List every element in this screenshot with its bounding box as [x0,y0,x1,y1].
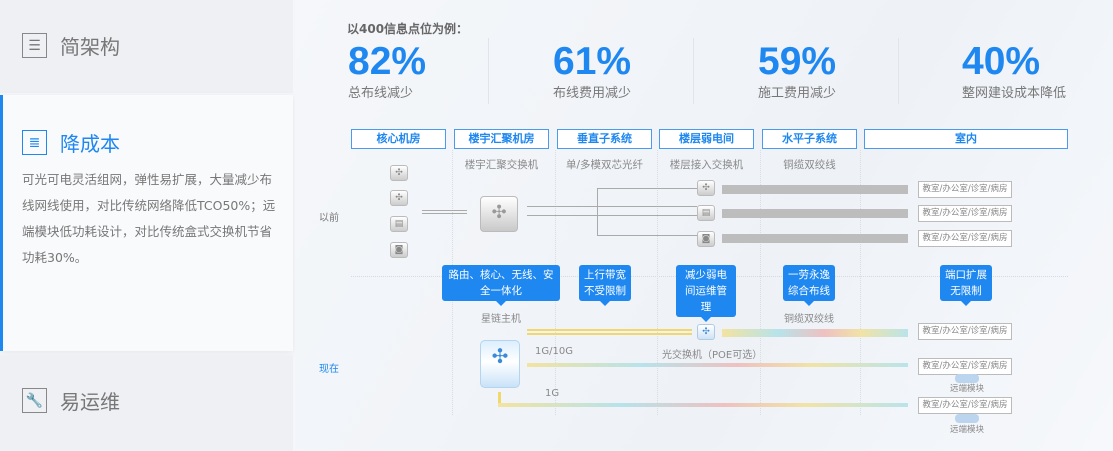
stat-value: 82% [348,40,427,83]
room-box: 教室/办公室/诊室/病房 [918,358,1012,375]
fiber-lines [527,206,697,216]
callout: 一劳永逸综合布线 [783,265,835,306]
switch-icon: ✣ [390,165,408,181]
remote-module-icon [955,374,979,383]
column-header: 水平子系统 [762,129,857,149]
fiber-branch [597,188,697,236]
stats-heading: 以400信息点位为例： [347,22,469,36]
coins-icon: ≣ [22,130,47,155]
remote-module-label: 远端模块 [950,384,985,394]
divider [488,38,489,104]
room-box: 教室/办公室/诊室/病房 [918,181,1012,198]
active-indicator [0,95,3,351]
divider [693,38,694,104]
hybrid-cable [527,363,908,367]
host-label: 星链主机 [481,314,521,325]
speed-label: 1G/10G [535,346,573,357]
column-divider [860,150,861,415]
callout: 路由、核心、无线、安全一体化 [442,265,560,306]
stat-label: 整网建设成本降低 [962,86,1067,101]
callout: 端口扩展无限制 [940,265,992,306]
hybrid-cable [722,329,908,337]
switch-icon: ▤ [697,205,715,221]
wrench-icon: 🔧 [22,388,47,413]
sidebar-item-maintenance[interactable]: 🔧 易运维 [0,355,293,451]
column-divider [760,150,761,415]
firewall-icon: ▤ [390,216,408,232]
router-icon: ◙ [390,242,408,258]
stat-label: 布线费用减少 [553,86,632,101]
room-box: 教室/办公室/诊室/病房 [918,230,1012,247]
stat-value: 61% [553,40,632,83]
room-box: 教室/办公室/诊室/病房 [918,323,1012,340]
callout: 减少弱电间运维管理 [676,265,736,322]
column-subtitle: 铜缆双绞线 [783,159,836,171]
column-header: 垂直子系统 [557,129,652,149]
stat-label: 施工费用减少 [758,86,837,101]
switch-icon: ◙ [697,231,715,247]
sidebar-item-label: 易运维 [60,390,120,414]
room-box: 教室/办公室/诊室/病房 [918,205,1012,222]
fiber-line [527,333,692,335]
hybrid-cable [498,403,908,407]
column-subtitle: 楼层接入交换机 [669,159,744,171]
row-label-now: 现在 [319,364,339,375]
speed-label: 1G [545,388,560,399]
cable-label: 铜缆双绞线 [784,314,834,325]
cable-drop [498,392,501,406]
star-link-host-icon: ✣ [480,340,520,388]
remote-module-icon [955,414,979,423]
switch-icon: ✣ [390,190,408,206]
callout: 上行带宽不受限制 [579,265,631,306]
row-label-before: 以前 [319,213,339,224]
sidebar-item-label: 简架构 [60,35,120,59]
column-header: 室内 [864,129,1068,149]
column-subtitle: 单/多模双芯光纤 [565,159,644,171]
copper-cable [722,234,908,243]
copper-cable [722,209,908,218]
column-header: 核心机房 [351,129,446,149]
fiber-line [527,329,692,331]
stat-value: 59% [758,40,837,83]
column-header: 楼层弱电间 [659,129,754,149]
column-divider [657,150,658,415]
copper-cable [722,185,908,194]
optical-switch-icon: ✣ [697,324,715,340]
sidebar-item-label: 降成本 [60,132,120,156]
column-subtitle: 楼宇汇聚交换机 [464,159,539,171]
stat-label: 总布线减少 [348,86,414,101]
sidebar-item-cost[interactable]: ≣ 降成本 可光可电灵活组网，弹性易扩展，大量减少布线网线使用，对比传统网络降低… [0,95,293,351]
switch-icon: ✣ [697,180,715,196]
aggregation-switch-icon: ✣ [480,196,518,232]
room-box: 教室/办公室/诊室/病房 [918,397,1012,414]
remote-module-label: 远端模块 [950,425,985,435]
sliders-icon: ☰ [22,33,47,58]
sidebar-item-description: 可光可电灵活组网，弹性易扩展，大量减少布线网线使用，对比传统网络降低TCO50%… [22,172,276,265]
column-header: 楼宇汇聚机房 [454,129,549,149]
link-line [422,210,467,214]
stat-value: 40% [962,40,1041,83]
divider [898,38,899,104]
sidebar-item-architecture[interactable]: ☰ 简架构 [0,0,293,93]
optical-switch-label: 光交换机（POE可选） [662,350,763,361]
